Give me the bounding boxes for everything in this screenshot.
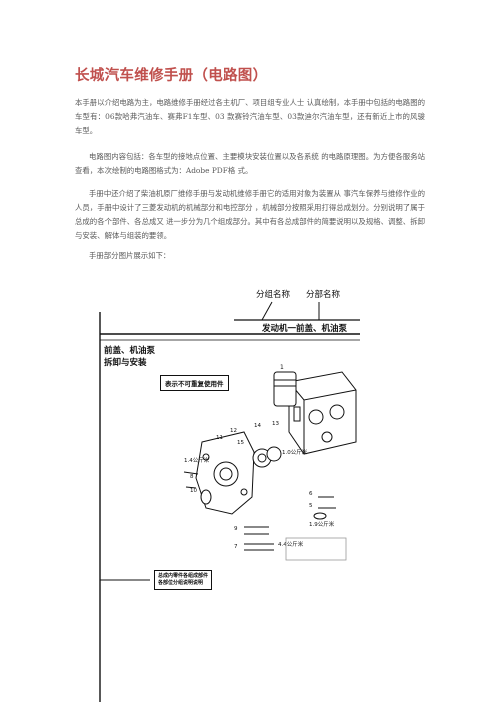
svg-text:7: 7 (234, 544, 238, 550)
svg-text:9: 9 (234, 526, 238, 532)
bottom-note-line1: 总成内零件各组成部件 (158, 573, 209, 579)
svg-text:10: 10 (190, 488, 197, 494)
figure-header: 发动机一前盖、机油泵 (262, 324, 348, 334)
engine-block-drawing (288, 371, 357, 455)
svg-text:13: 13 (272, 421, 279, 427)
svg-text:1.9公斤米: 1.9公斤米 (309, 520, 335, 528)
bottom-note: 总成内零件各组成部件 各部位分组说明说明 (154, 570, 213, 590)
non-reusable-note: 表示不可重复使用件 (160, 375, 229, 391)
svg-text:8: 8 (190, 474, 194, 480)
figure-drawing: 1 11 (99, 301, 360, 702)
svg-text:12: 12 (230, 428, 237, 434)
paragraph-contents: 电路图内容包括：各车型的接地点位置、主要模块安装位置以及各系统 的电路原理图。为… (75, 152, 425, 175)
svg-text:6: 6 (309, 491, 313, 497)
part-number-labels: 11 12 14 13 15 1.4公斤米 8 10 1.0公斤米 6 5 1.… (184, 421, 335, 550)
svg-text:1: 1 (280, 364, 284, 371)
svg-text:5: 5 (309, 503, 313, 509)
paragraph-figure-intro: 手册部分图片展示如下： (89, 251, 171, 260)
bottom-note-line2: 各部位分组说明说明 (158, 580, 204, 586)
svg-text:1.0公斤米: 1.0公斤米 (282, 448, 308, 456)
section-title: 前盖、机油泵 (104, 346, 156, 356)
svg-text:1.4公斤米: 1.4公斤米 (184, 456, 210, 464)
callout-section-name: 分部名称 (306, 290, 341, 300)
document-title: 长城汽车维修手册（电路图） (75, 68, 268, 84)
section-subtitle: 拆卸与安装 (104, 358, 147, 368)
paragraph-intro: 本手册以介绍电路为主，电路维修手册经过各主机厂、项目组专业人士 认真绘制，本手册… (75, 98, 425, 135)
gear-parts (200, 446, 282, 505)
svg-text:15: 15 (237, 440, 244, 446)
manual-page-figure: 1 11 (94, 282, 360, 702)
paragraph-manual-description: 手册中还介绍了柴油机原厂维修手册与发动机维修手册它的适用对象为装置从 事汽车保养… (75, 189, 425, 240)
callout-group-name: 分组名称 (256, 290, 291, 300)
oil-filter-part: 1 (273, 364, 297, 407)
bolt-parts (183, 471, 336, 551)
svg-text:14: 14 (254, 423, 261, 429)
svg-text:11: 11 (216, 435, 223, 441)
svg-text:4.4公斤米: 4.4公斤米 (278, 540, 304, 548)
